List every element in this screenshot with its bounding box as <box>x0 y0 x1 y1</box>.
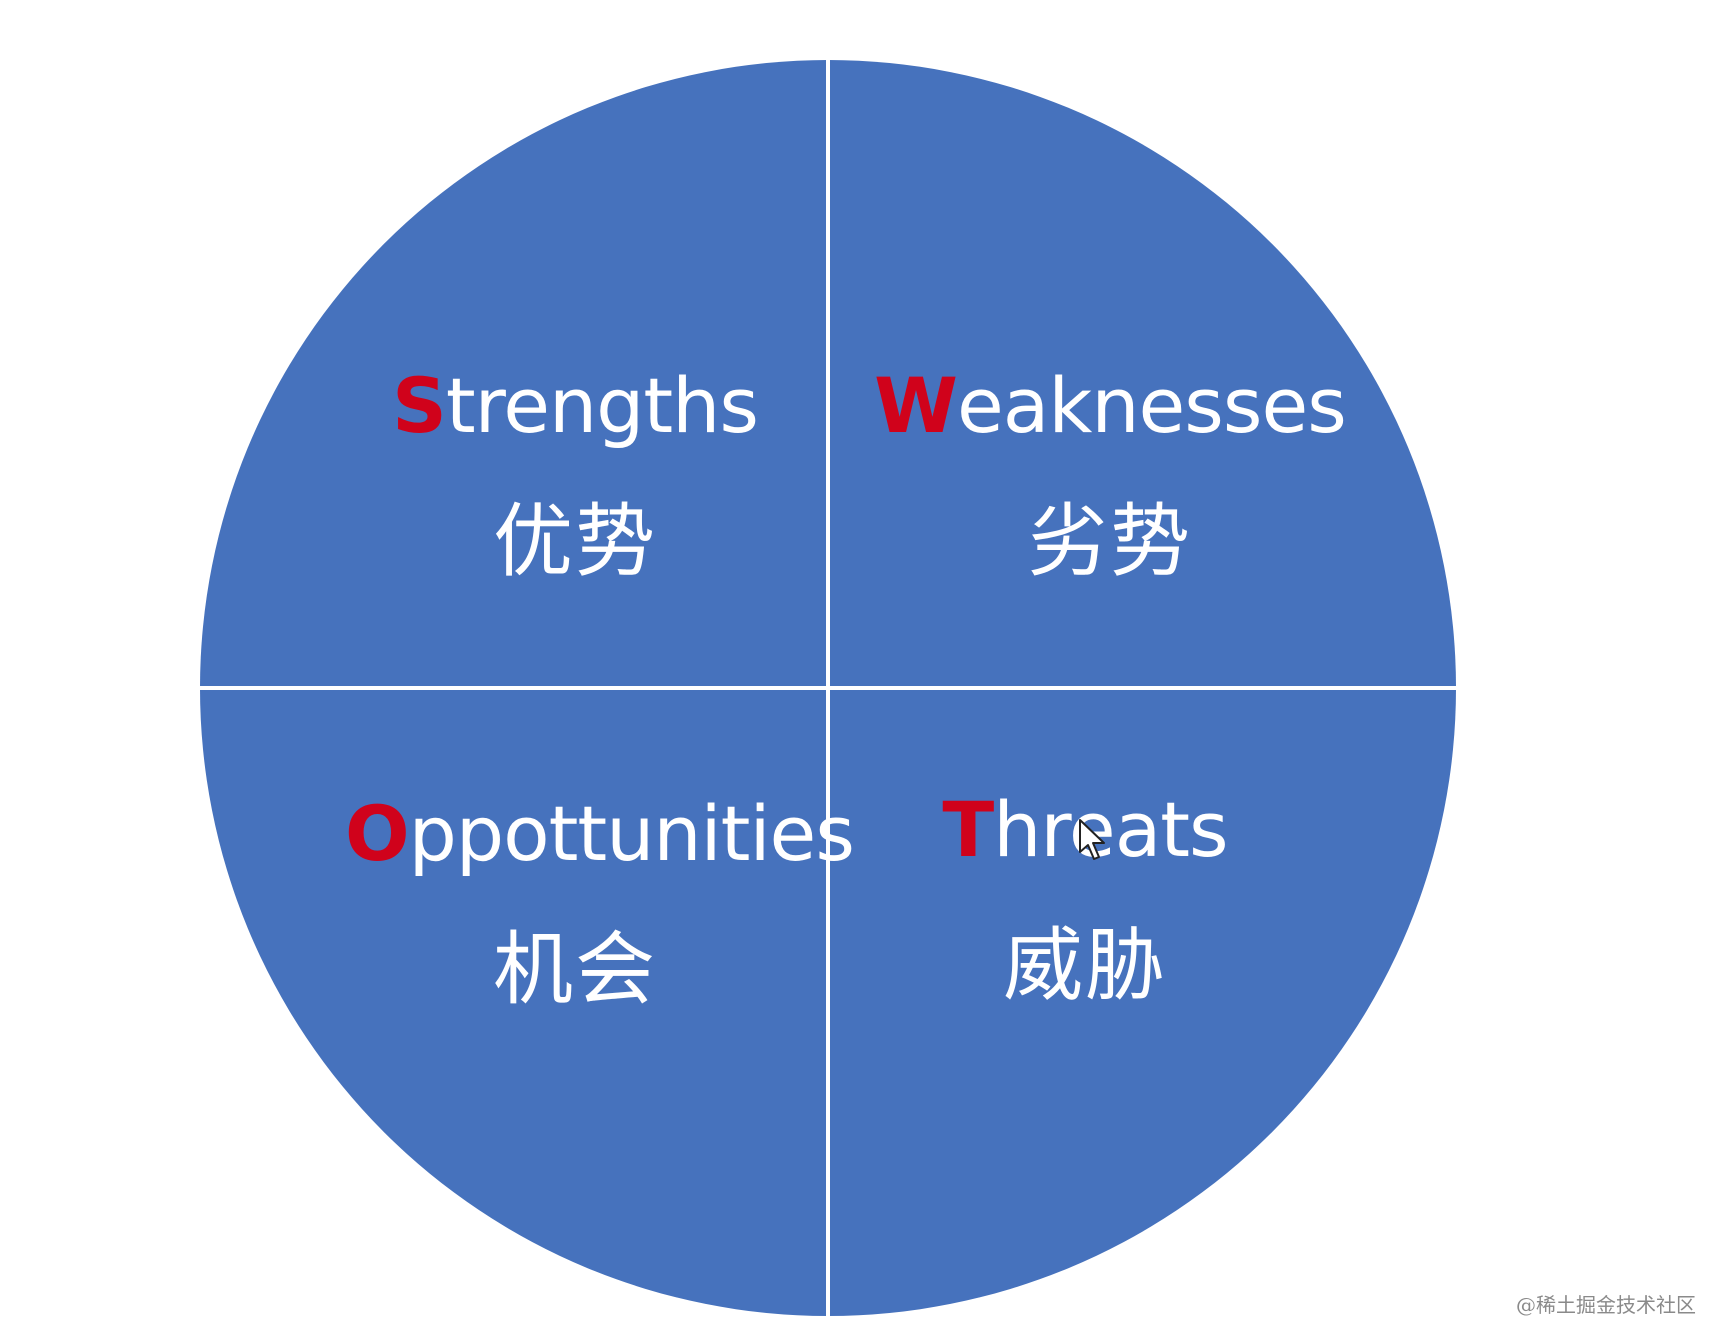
opportunities-rest: ppottunities <box>408 789 855 878</box>
watermark: @稀土掘金技术社区 <box>1516 1293 1696 1317</box>
threats-initial: T <box>942 785 994 874</box>
weaknesses-title: Weaknesses <box>860 368 1360 444</box>
weaknesses-quadrant <box>828 60 1456 688</box>
weaknesses-chinese: 劣势 <box>1028 495 1192 588</box>
threats-rest: hreats <box>993 785 1228 874</box>
opportunities-label-group: Oppottunities 机会 <box>345 796 855 1016</box>
strengths-rest: trengths <box>445 361 759 450</box>
strengths-initial: S <box>392 361 447 450</box>
strengths-chinese: 优势 <box>493 495 657 588</box>
threats-quadrant <box>828 688 1456 1316</box>
weaknesses-rest: eaknesses <box>957 361 1347 450</box>
opportunities-initial: O <box>345 789 410 878</box>
opportunities-quadrant <box>200 688 828 1316</box>
opportunities-title: Oppottunities <box>345 796 855 872</box>
strengths-quadrant <box>200 60 828 688</box>
threats-label-group: Threats 威胁 <box>935 792 1235 1006</box>
strengths-label-group: Strengths 优势 <box>375 368 775 582</box>
opportunities-chinese: 机会 <box>493 923 657 1016</box>
mouse-pointer-icon <box>1079 819 1105 860</box>
weaknesses-initial: W <box>874 361 958 450</box>
strengths-title: Strengths <box>375 368 775 444</box>
threats-chinese: 威胁 <box>1003 919 1167 1012</box>
weaknesses-label-group: Weaknesses 劣势 <box>860 368 1360 582</box>
threats-title: Threats <box>935 792 1235 868</box>
